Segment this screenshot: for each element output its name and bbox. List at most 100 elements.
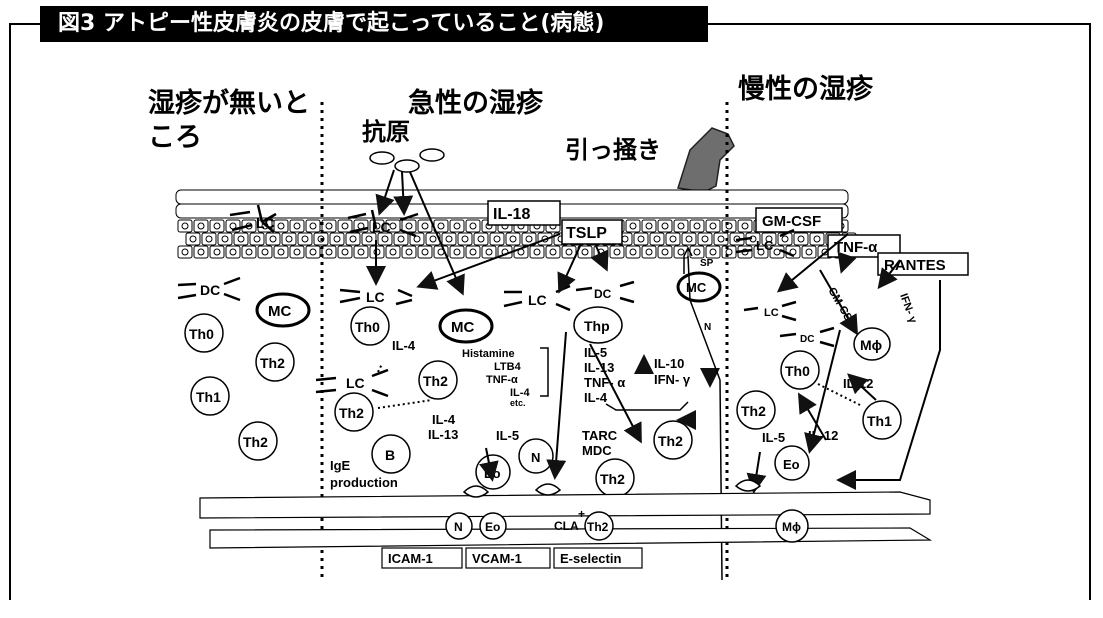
epidermis-cell-nucleus: [277, 248, 285, 256]
epidermis-cell-nucleus: [701, 235, 709, 243]
tslp-label: TSLP: [566, 225, 607, 242]
epidermis-cell-nucleus: [629, 222, 637, 230]
epidermis-cell-nucleus: [565, 248, 573, 256]
epidermis-cell-nucleus: [301, 235, 309, 243]
thp-cytokines: IL-5 IL-13 TNF- α IL-4: [584, 345, 625, 405]
epidermis-cell-nucleus: [813, 235, 821, 243]
epidermis-cell-nucleus: [389, 222, 397, 230]
epidermis-cell-nucleus: [637, 235, 645, 243]
region-chronic-heading: 慢性の湿疹: [738, 73, 874, 105]
il5-label-chronic: IL-5: [762, 430, 785, 445]
vcam1-label: VCAM-1: [472, 551, 522, 566]
tnfa-label: TNF-α: [834, 239, 878, 256]
epidermis-cell-nucleus: [509, 235, 517, 243]
th2-label-acute-c: Th2: [658, 433, 683, 449]
epidermis-cell-nucleus: [653, 235, 661, 243]
epidermis-cell-nucleus: [797, 235, 805, 243]
svg-text:IL-4: IL-4: [584, 390, 608, 405]
epidermis-cell-nucleus: [485, 248, 493, 256]
th2-label-left-a: Th2: [260, 355, 285, 371]
vessel-adhesion-molecules: [462, 479, 762, 498]
epidermis-cell-nucleus: [725, 248, 733, 256]
epidermis-cell-nucleus: [765, 235, 773, 243]
antigen-particles: [369, 148, 445, 173]
box-rantes: [877, 252, 969, 276]
lc-label-acute-mid: LC: [528, 292, 547, 308]
mphi-cell-chronic: [853, 327, 891, 361]
b-label: B: [385, 447, 395, 463]
th0-th1-dotted-arrow: [817, 383, 863, 407]
lc-label-acute: LC: [366, 289, 385, 305]
il4-label-b: IL-4: [432, 412, 456, 427]
n-label-nerve: N: [704, 322, 711, 333]
svg-text:TNF- α: TNF- α: [584, 375, 625, 390]
eo-label-acute: Eo: [484, 466, 501, 481]
n-label-acute: N: [531, 450, 540, 465]
th0-cell-chronic: [780, 350, 820, 390]
dc-label-left: DC: [200, 282, 220, 298]
epidermis-cell-nucleus: [357, 248, 365, 256]
th2-label-acute-a: Th2: [423, 373, 448, 389]
th2-cell-left-a: [255, 342, 295, 382]
svg-text:IL-13: IL-13: [584, 360, 614, 375]
epidermis-cell-nucleus: [325, 248, 333, 256]
th0-cell-left: [184, 313, 224, 353]
epidermis-cell-nucleus: [389, 248, 397, 256]
epidermis-cell-nucleus: [549, 248, 557, 256]
epidermis-cell-nucleus: [709, 222, 717, 230]
tarc-label: TARC: [582, 428, 618, 443]
epidermis-cell-nucleus: [213, 222, 221, 230]
n-label-vessel: N: [454, 520, 463, 534]
eo-label-vessel: Eo: [485, 520, 500, 534]
cla-label: CLA: [554, 519, 579, 533]
epidermis-cell-nucleus: [645, 248, 653, 256]
il4-label-dc: IL-4: [392, 338, 416, 353]
lc-label-chronic-lower: LC: [764, 307, 779, 319]
il13-label-b: IL-13: [428, 427, 458, 442]
thp-label: Thp: [584, 318, 610, 334]
epidermis-cell-nucleus: [757, 248, 765, 256]
outer-border: [9, 23, 1091, 600]
lc-cell-chronic: [735, 228, 795, 258]
mphi-label-vessel: Mϕ: [782, 520, 801, 534]
lc-cell-epidermis-acute: [347, 209, 419, 238]
epidermis-cell-nucleus: [533, 248, 541, 256]
epidermis-cell-nucleus: [645, 222, 653, 230]
mphi-label-chronic: Mϕ: [860, 337, 882, 353]
epidermis-cell-nucleus: [269, 235, 277, 243]
thp-cell: [573, 306, 623, 344]
epidermis-cell-nucleus: [677, 248, 685, 256]
epidermis-cell-nucleus: [413, 235, 421, 243]
il4-dotted-arrow: [377, 363, 383, 373]
cla-plus-label: +: [578, 507, 585, 521]
epidermis-cell-nucleus: [197, 248, 205, 256]
epidermis-cell-nucleus: [525, 235, 533, 243]
svg-text:IL-10: IL-10: [654, 356, 684, 371]
epidermis-cell-nucleus: [309, 222, 317, 230]
svg-text:LTB4: LTB4: [494, 361, 522, 373]
scratch-label: 引っ掻き: [565, 136, 661, 164]
ige-label: IgE: [330, 458, 351, 473]
n-cell-vessel: [445, 512, 473, 540]
lc-label-acute-lower: LC: [346, 375, 365, 391]
dc-label-chronic: DC: [800, 334, 814, 345]
epidermis-cell-nucleus: [397, 235, 405, 243]
epidermis-cell-nucleus: [293, 222, 301, 230]
th2-label-vessel: Th2: [587, 520, 609, 534]
lc-label-left: LC: [256, 215, 275, 231]
epidermis-cell-nucleus: [213, 248, 221, 256]
epidermis-cell-nucleus: [381, 235, 389, 243]
epidermis-cell-nucleus: [717, 235, 725, 243]
epidermis-cell-nucleus: [349, 235, 357, 243]
th0-label-chronic: Th0: [785, 363, 810, 379]
mc-cell-acute: [438, 308, 494, 344]
mc-label-left: MC: [268, 303, 291, 320]
epidermis-cell-nucleus: [493, 235, 501, 243]
epidermis-cell-nucleus: [445, 235, 453, 243]
box-tnfa: [827, 234, 901, 258]
epidermis-cell-nucleus: [693, 248, 701, 256]
epidermis-cell-nucleus: [333, 235, 341, 243]
b-cell: [371, 434, 411, 474]
th2-cell-acute-c: [653, 420, 693, 460]
svg-text:etc.: etc.: [510, 398, 526, 408]
